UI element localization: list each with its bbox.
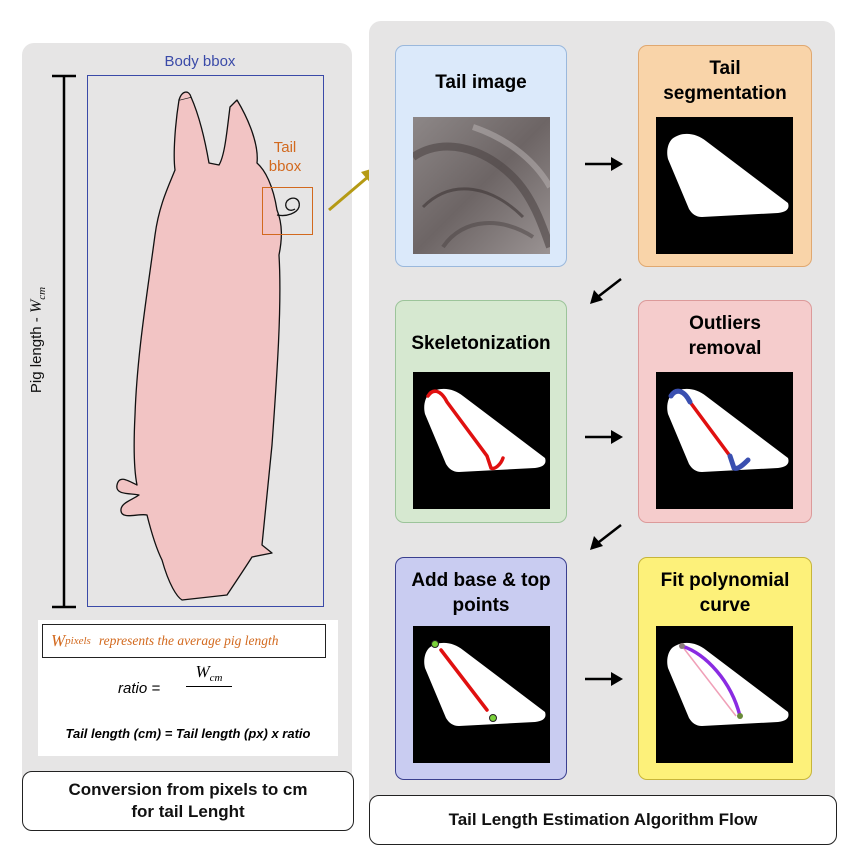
pig-length-bar <box>52 74 76 609</box>
wpixels-description: represents the average pig length <box>98 633 279 648</box>
step-fit-polynomial-curve-title-line1: Fit polynomial <box>660 570 790 591</box>
curve-base-point <box>737 713 743 719</box>
curve-top-point <box>679 643 685 649</box>
conversion-caption-line2: for tail Lenght <box>131 802 245 821</box>
ratio-num-sub: cm <box>209 672 223 685</box>
step-tail-segmentation-title: Tail segmentation <box>639 56 811 106</box>
arrow-4-to-5 <box>590 524 622 550</box>
base-top-points-image <box>413 626 550 763</box>
conversion-caption-line1: Conversion from pixels to cm <box>68 780 308 799</box>
tail-bbox <box>262 187 313 235</box>
tail-length-equation: Tail length (cm) = Tail length (px) x ra… <box>65 726 311 741</box>
segmentation-mask <box>656 117 793 254</box>
top-point <box>431 640 439 648</box>
algorithm-flow-caption: Tail Length Estimation Algorithm Flow <box>369 795 837 845</box>
wpixels-var: W <box>51 631 66 650</box>
tail-photo <box>413 117 550 254</box>
body-bbox-label: Body bbox <box>164 53 236 70</box>
step-fit-polynomial-curve-title-line2: curve <box>699 595 751 616</box>
step-outliers-removal-title-line2: removal <box>688 338 762 359</box>
arrow-5-to-6 <box>585 672 623 686</box>
algorithm-flow-caption-text: Tail Length Estimation Algorithm Flow <box>448 810 758 829</box>
pig-silhouette <box>116 91 300 601</box>
outliers-image <box>656 372 793 509</box>
ratio-num-var: W <box>195 662 210 681</box>
step-outliers-removal-title-line1: Outliers <box>689 313 761 334</box>
skeleton-image <box>413 372 550 509</box>
step-add-base-top-points-title: Add base & top points <box>396 568 566 618</box>
step-tail-segmentation-title-line2: segmentation <box>663 83 787 104</box>
step-tail-image-title: Tail image <box>396 70 566 95</box>
pig-length-sub: cm <box>36 286 48 300</box>
tail-bbox-label-line2: bbox <box>268 158 302 175</box>
pig-length-text: Pig length - <box>28 313 45 394</box>
step-add-base-top-points-title-line1: Add base & top <box>411 570 551 591</box>
pig-length-var: W <box>28 299 45 314</box>
arrow-3-to-4 <box>585 430 623 444</box>
step-add-base-top-points-title-line2: points <box>452 595 510 616</box>
ratio-numerator: Wcm <box>185 662 233 684</box>
step-skeletonization-title-line1: Skeletonization <box>411 333 551 354</box>
conversion-caption: Conversion from pixels to cm for tail Le… <box>22 771 354 831</box>
ratio-label: ratio = <box>118 680 161 697</box>
body-bbox <box>87 75 324 607</box>
ratio-fraction-bar <box>186 686 232 688</box>
step-tail-segmentation-title-line1: Tail <box>709 58 741 79</box>
polynomial-curve-image <box>656 626 793 763</box>
step-skeletonization-title: Skeletonization <box>396 331 566 356</box>
base-point <box>489 714 497 722</box>
tail-bbox-label-line1: Tail <box>273 139 297 156</box>
step-outliers-removal-title: Outliers removal <box>639 311 811 361</box>
wpixels-sub: pixels <box>65 635 91 647</box>
step-fit-polynomial-curve-title: Fit polynomial curve <box>639 568 811 618</box>
arrow-2-to-3 <box>590 278 622 304</box>
step-tail-image-title-line1: Tail image <box>435 72 527 93</box>
arrow-1-to-2 <box>585 157 623 171</box>
